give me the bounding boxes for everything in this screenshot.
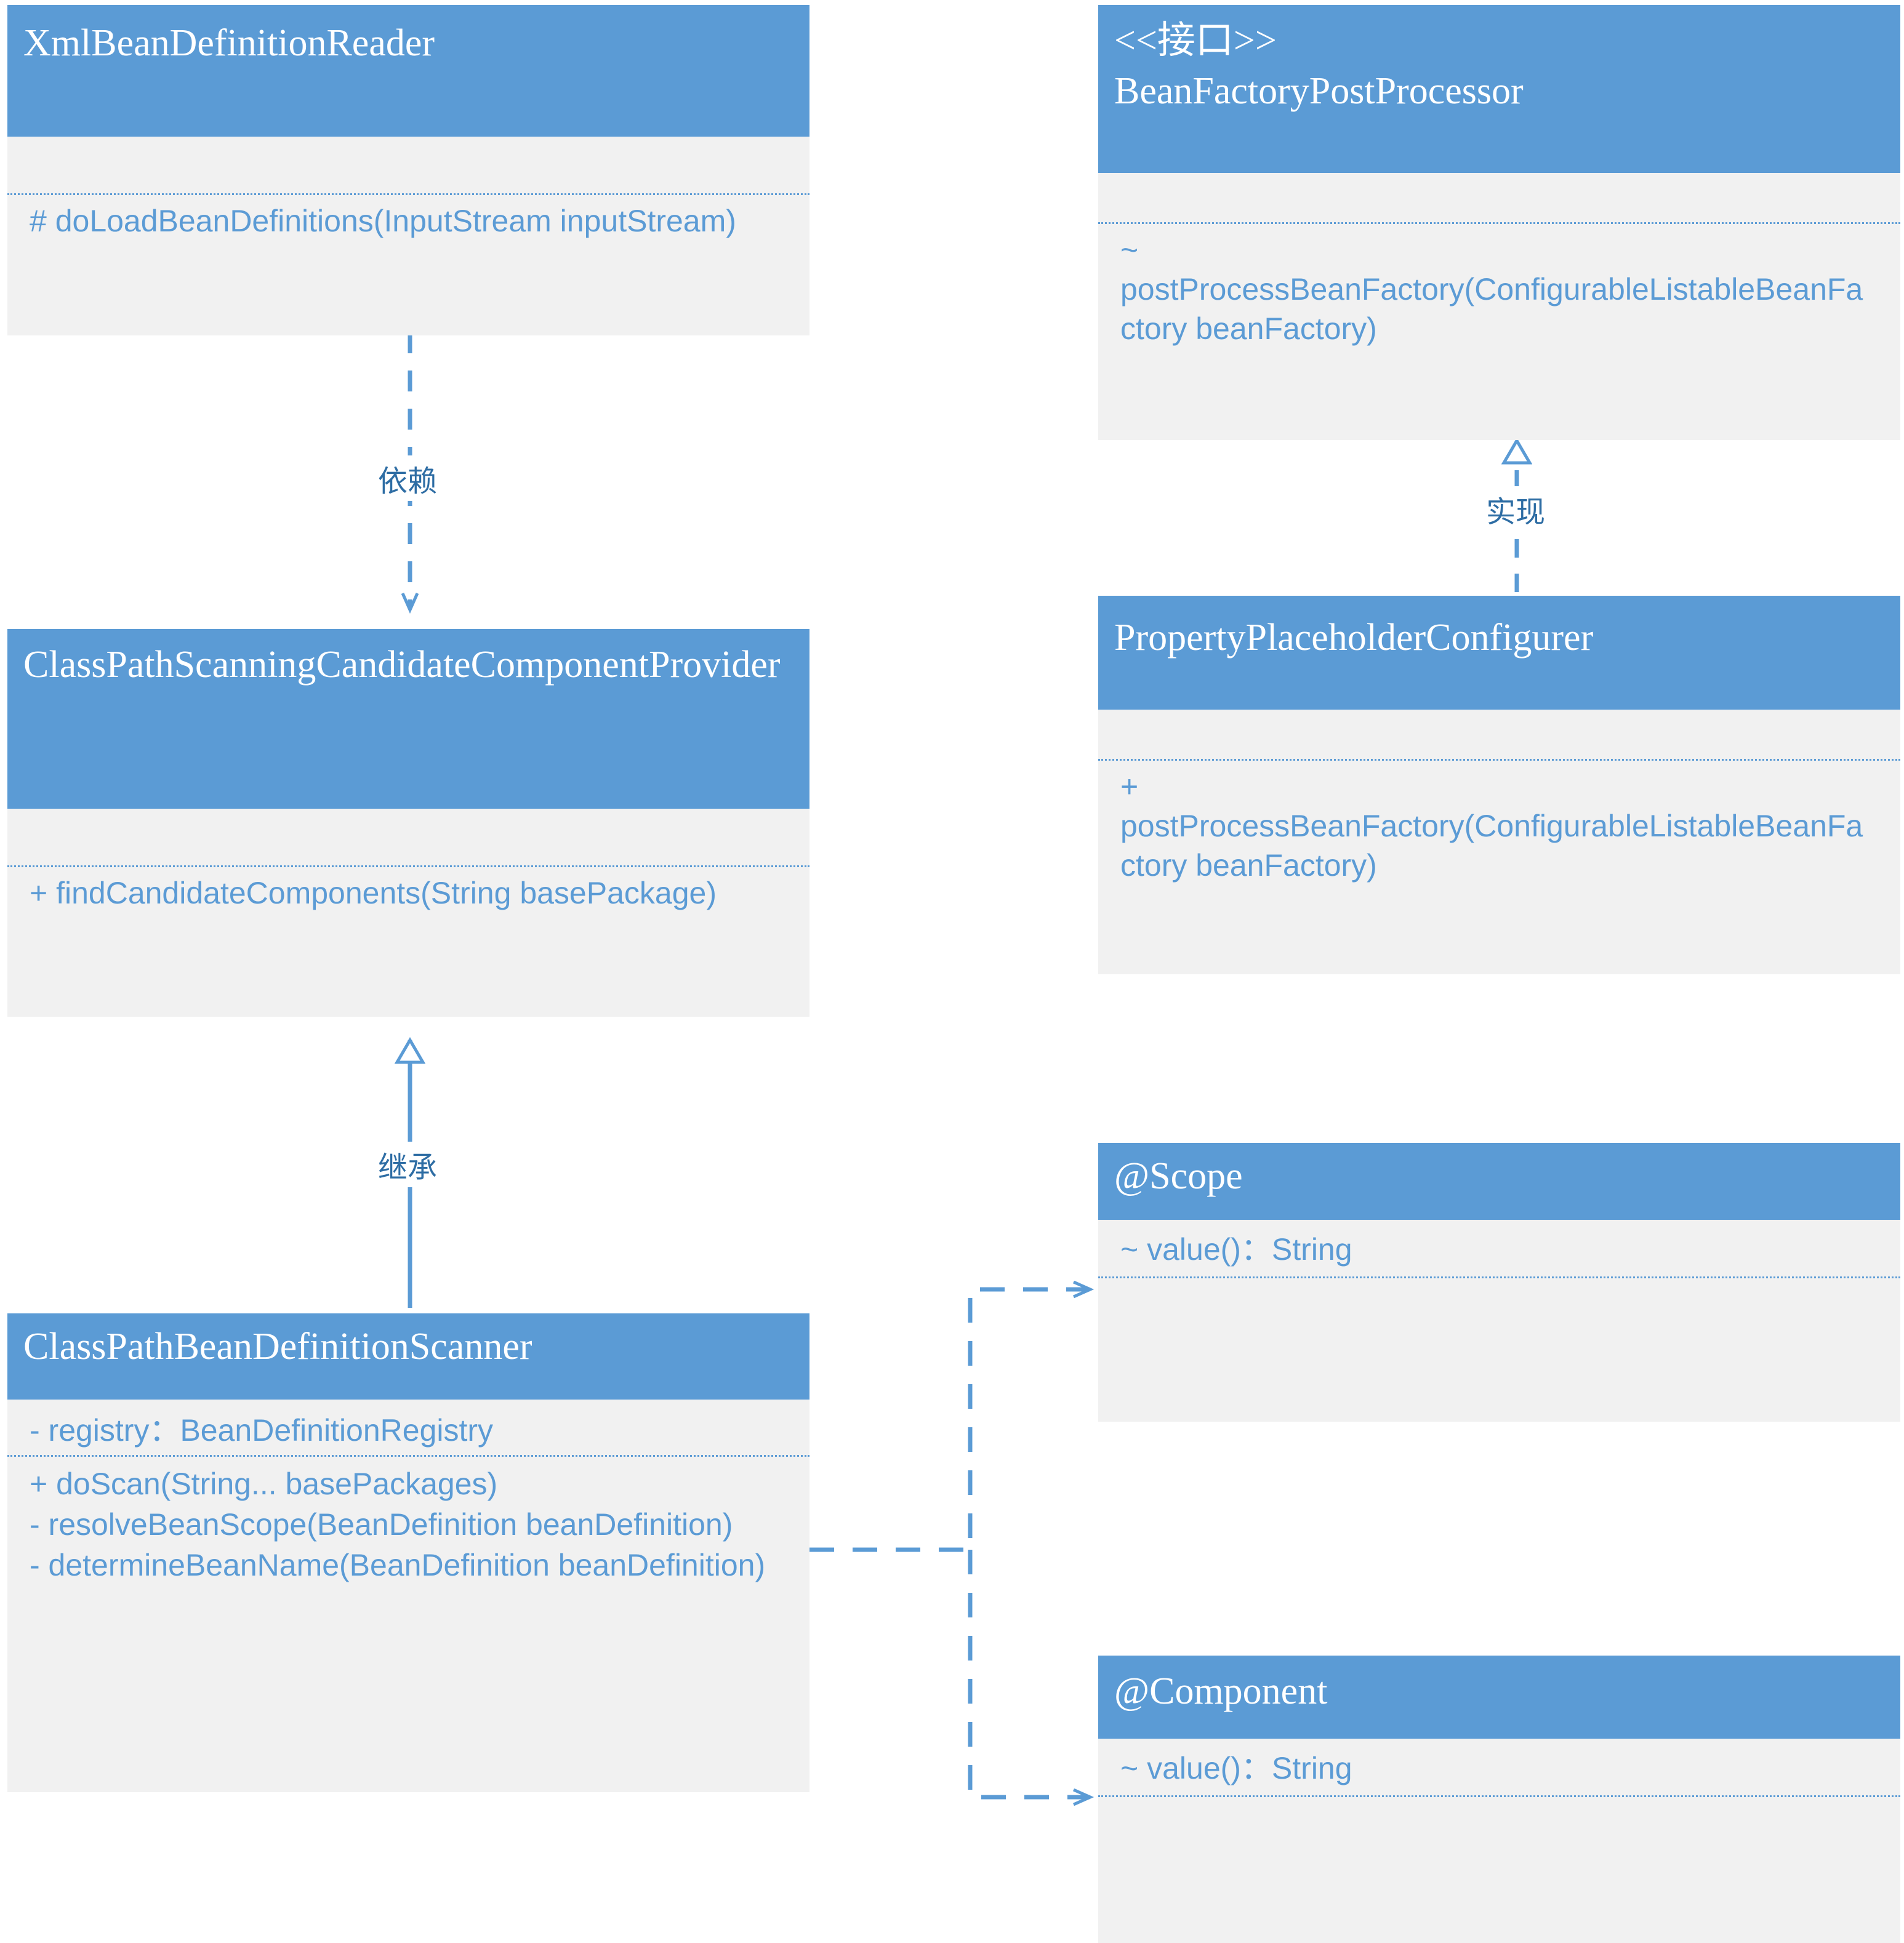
edge-label-inheritance: 继承 <box>373 1142 443 1187</box>
class-box-class-path-bean-definition-scanner[interactable]: ClassPathBeanDefinitionScanner - registr… <box>7 1313 809 1792</box>
method-determine-bean-name: - determineBeanName(BeanDefinition beanD… <box>30 1548 766 1582</box>
edge-uses-scope <box>809 1289 1090 1552</box>
method-post-process-bean-factory-impl: + postProcessBeanFactory(ConfigurableLis… <box>1120 769 1863 883</box>
class-box-bean-factory-post-processor[interactable]: <<接口>> BeanFactoryPostProcessor ~ postPr… <box>1098 5 1900 440</box>
edge-label-realization: 实现 <box>1481 486 1551 532</box>
method-post-process-bean-factory-interface: ~ postProcessBeanFactory(ConfigurableLis… <box>1120 233 1863 346</box>
class-title-property-placeholder-configurer: PropertyPlaceholderConfigurer <box>1098 596 1900 710</box>
method-resolve-bean-scope: - resolveBeanScope(BeanDefinition beanDe… <box>30 1507 733 1542</box>
class-box-property-placeholder-configurer[interactable]: PropertyPlaceholderConfigurer + postProc… <box>1098 596 1900 974</box>
class-title-bean-factory-post-processor: BeanFactoryPostProcessor <box>1114 70 1524 112</box>
class-box-component-annotation[interactable]: @Component ~ value()：String <box>1098 1656 1900 1943</box>
compartment-divider <box>1098 1795 1900 1797</box>
class-title-component-annotation: @Component <box>1098 1656 1900 1739</box>
method-find-candidate-components: + findCandidateComponents(String basePac… <box>30 876 717 910</box>
method-do-scan: + doScan(String... basePackages) <box>30 1467 498 1501</box>
compartment-spacer <box>7 809 809 865</box>
class-box-class-path-scanning-candidate-component-provider[interactable]: ClassPathScanningCandidateComponentProvi… <box>7 629 809 1017</box>
compartment-spacer <box>7 137 809 193</box>
stereotype-label: <<接口>> <box>1114 20 1277 62</box>
compartment-divider <box>1098 759 1900 761</box>
compartment-divider <box>7 865 809 867</box>
method-do-load-bean-definitions: # doLoadBeanDefinitions(InputStream inpu… <box>30 204 736 238</box>
method-scope-value: ~ value()：String <box>1120 1232 1352 1267</box>
compartment-divider <box>1098 1276 1900 1278</box>
class-box-scope-annotation[interactable]: @Scope ~ value()：String <box>1098 1143 1900 1422</box>
compartment-spacer <box>1098 710 1900 759</box>
field-registry: - registry：BeanDefinitionRegistry <box>30 1413 494 1448</box>
compartment-divider <box>1098 222 1900 224</box>
compartment-divider <box>7 1455 809 1457</box>
class-title-scope-annotation: @Scope <box>1098 1143 1900 1220</box>
method-component-value: ~ value()：String <box>1120 1751 1352 1785</box>
class-title-class-path-bean-definition-scanner: ClassPathBeanDefinitionScanner <box>7 1313 809 1400</box>
compartment-spacer <box>1098 173 1900 222</box>
edge-uses-component <box>968 1550 1090 1797</box>
class-title-class-path-scanning-candidate-component-provider: ClassPathScanningCandidateComponentProvi… <box>7 629 809 809</box>
compartment-divider <box>7 193 809 195</box>
class-box-xml-bean-definition-reader[interactable]: XmlBeanDefinitionReader # doLoadBeanDefi… <box>7 5 809 335</box>
interface-header-bean-factory-post-processor: <<接口>> BeanFactoryPostProcessor <box>1098 5 1900 173</box>
class-title-xml-bean-definition-reader: XmlBeanDefinitionReader <box>7 5 809 137</box>
edge-label-dependency: 依赖 <box>373 455 443 501</box>
